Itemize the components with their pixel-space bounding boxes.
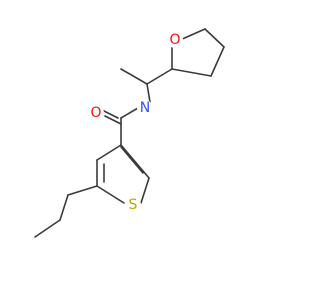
atom-amide-nitrogen: N [137, 100, 153, 116]
bond-propyl-ch3 [34, 219, 61, 238]
bond-ch-methyl [120, 68, 148, 85]
bond-carbonyl-o-1 [101, 109, 119, 119]
bond-thf-c4-c3 [210, 46, 225, 77]
atom-sulfur: S [125, 197, 141, 213]
bond-c3-c4 [96, 144, 122, 161]
atom-carbonyl-oxygen: O [88, 105, 104, 121]
bond-c5-s [96, 185, 125, 204]
atom-label-n: N [140, 100, 150, 116]
bond-thf-c3-c2 [171, 68, 212, 77]
atom-label-o-ring: O [169, 32, 180, 48]
bond-propyl-ch2a [59, 194, 69, 221]
bond-thf-c5-c4 [204, 28, 225, 48]
bond-thf-o-c5 [179, 28, 206, 41]
bond-layer [34, 28, 225, 238]
atom-label-o: O [90, 105, 101, 121]
bond-carbonyl-n [120, 107, 139, 119]
bond-c2-c3 [120, 144, 150, 179]
bond-s-c2 [140, 177, 150, 204]
atom-layer: O N O S [88, 32, 183, 213]
bond-c2-c3-double [120, 146, 144, 174]
bond-propyl-ch2b [67, 185, 98, 196]
bond-ch-thf [146, 68, 173, 85]
atom-ring-oxygen: O [167, 32, 183, 48]
atom-label-s: S [129, 197, 138, 213]
molecule-diagram: O N O S [34, 28, 225, 238]
bond-carbonyl-o-2 [104, 115, 122, 125]
